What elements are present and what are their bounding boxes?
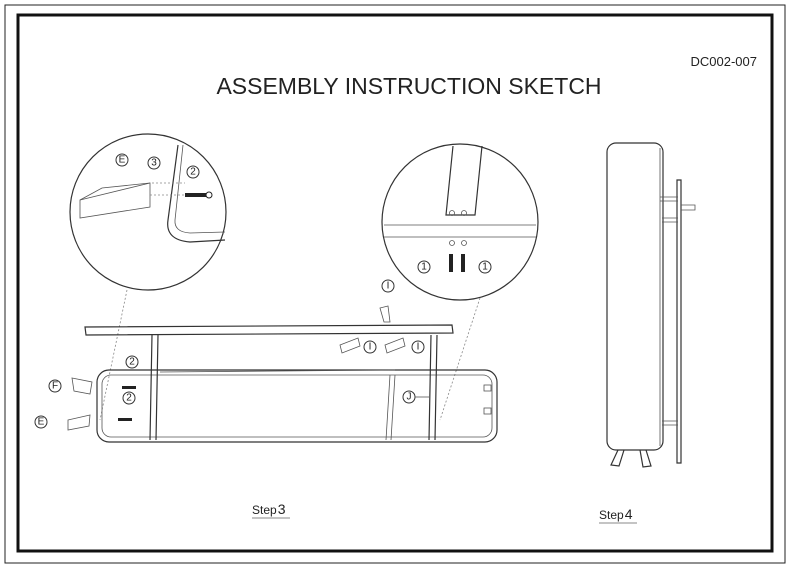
mirror-panel — [606, 142, 664, 451]
hook-i-left — [339, 337, 361, 354]
step4-label: Step4 — [599, 506, 633, 522]
label-part-2-detail: 2 — [190, 167, 196, 178]
step4-diagram: Step4 — [599, 142, 696, 524]
stand-legs — [610, 449, 652, 468]
step3-diagram: E 3 2 1 1 I I I — [34, 133, 539, 519]
inner-frame — [16, 13, 774, 553]
left-leg — [149, 334, 159, 441]
label-j: J — [407, 392, 412, 403]
detail-circle-left: E 3 2 — [69, 133, 227, 421]
label-i-right: I — [417, 342, 420, 353]
page-title: ASSEMBLY INSTRUCTION SKETCH — [216, 73, 601, 99]
label-i-top: I — [387, 281, 390, 292]
label-part-1-right: 1 — [482, 262, 488, 273]
coat-pole — [676, 179, 682, 464]
step3-label: Step3 — [252, 501, 286, 517]
part-f — [71, 377, 93, 395]
label-e: E — [38, 417, 45, 428]
top-plank — [84, 324, 454, 336]
bench-frame — [96, 369, 498, 443]
label-part-1-left: 1 — [421, 262, 427, 273]
detail-circle-right: 1 1 — [381, 143, 539, 421]
document-code: DC002-007 — [691, 54, 758, 69]
label-2-lower: 2 — [126, 393, 132, 404]
right-leg — [428, 334, 438, 441]
outer-frame — [4, 4, 786, 564]
label-i-left: I — [369, 342, 372, 353]
hook-i-right — [384, 337, 406, 354]
hook-i-top — [379, 305, 391, 323]
label-f: F — [52, 381, 58, 392]
part-e — [67, 414, 91, 431]
label-2-upper: 2 — [129, 357, 135, 368]
label-part-e-detail: E — [119, 155, 126, 166]
label-part-3: 3 — [151, 158, 157, 169]
